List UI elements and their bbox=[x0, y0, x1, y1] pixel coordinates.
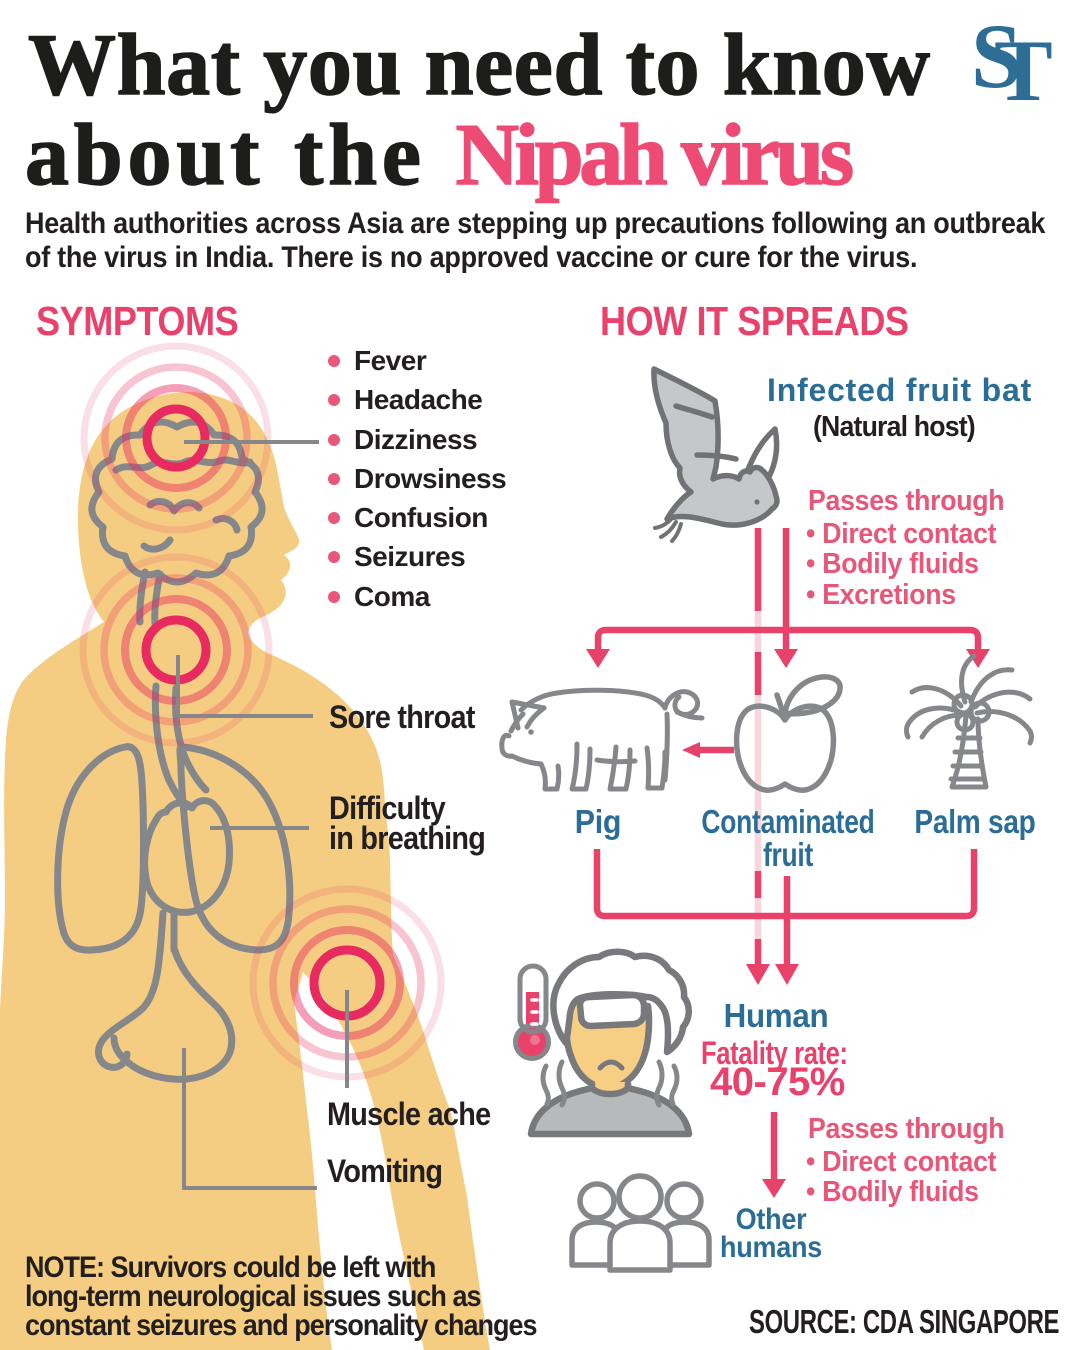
svg-text:T: T bbox=[994, 23, 1053, 120]
svg-text:S: S bbox=[971, 5, 1022, 107]
